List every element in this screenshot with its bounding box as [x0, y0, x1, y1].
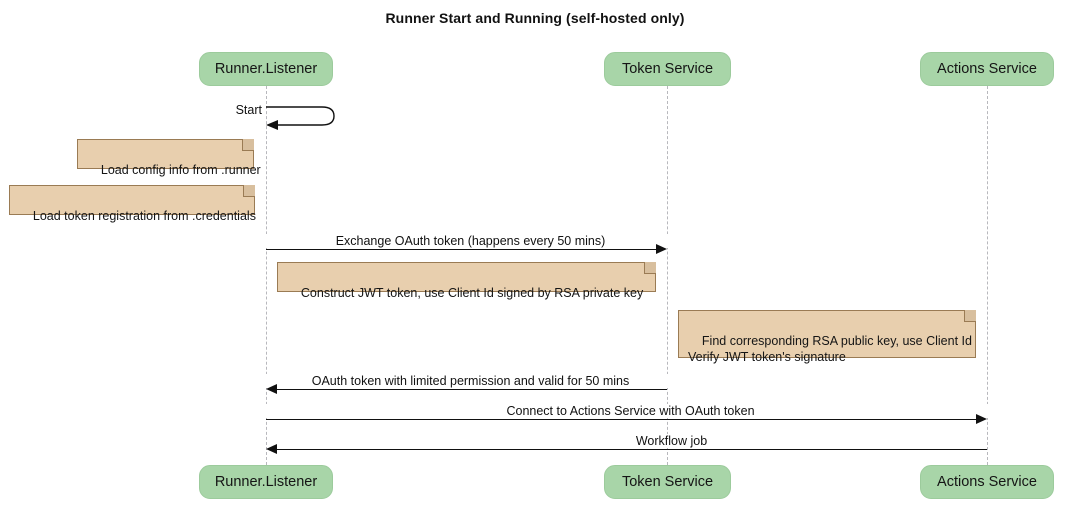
- participant-token-top[interactable]: Token Service: [604, 52, 731, 86]
- message-connect-actions-arrow-icon: [976, 414, 987, 424]
- message-exchange-oauth-arrow-icon: [656, 244, 667, 254]
- participant-label: Actions Service: [937, 474, 1037, 490]
- note-dogear-icon: [644, 262, 656, 274]
- participant-runner-bottom[interactable]: Runner.Listener: [199, 465, 333, 499]
- participant-label: Actions Service: [937, 61, 1037, 77]
- participant-label: Runner.Listener: [214, 61, 318, 77]
- self-loop-arrow-icon: [266, 106, 335, 130]
- message-oauth-return-arrow-icon: [266, 384, 277, 394]
- note-verify-jwt: Find corresponding RSA public key, use C…: [678, 310, 976, 364]
- message-oauth-return-label: OAuth token with limited permission and …: [266, 374, 675, 388]
- message-connect-actions-label: Connect to Actions Service with OAuth to…: [266, 404, 995, 418]
- participant-label: Runner.Listener: [214, 474, 318, 490]
- lifeline-token: [667, 86, 668, 465]
- diagram-title: Runner Start and Running (self-hosted on…: [385, 10, 685, 26]
- note-construct-jwt: Construct JWT token, use Client Id signe…: [277, 262, 656, 300]
- participant-label: Token Service: [621, 61, 714, 77]
- note-text: Load token registration from .credential…: [32, 209, 256, 223]
- note-text: Load config info from .runner: [100, 163, 261, 177]
- message-workflow-job-label: Workflow job: [467, 434, 876, 448]
- participant-token-bottom[interactable]: Token Service: [604, 465, 731, 499]
- participant-runner-top[interactable]: Runner.Listener: [199, 52, 333, 86]
- note-text: Find corresponding RSA public key, use C…: [688, 334, 972, 364]
- note-text: Construct JWT token, use Client Id signe…: [300, 286, 644, 300]
- participant-actions-bottom[interactable]: Actions Service: [920, 465, 1054, 499]
- message-connect-actions-line: [266, 419, 977, 420]
- participant-label: Token Service: [621, 474, 714, 490]
- lifeline-runner: [266, 86, 267, 465]
- self-message-start-label: Start: [235, 103, 262, 117]
- note-dogear-icon: [964, 310, 976, 322]
- message-workflow-job-line: [276, 449, 987, 450]
- note-load-config: Load config info from .runner: [77, 139, 261, 177]
- message-oauth-return-line: [276, 389, 667, 390]
- message-exchange-oauth-label: Exchange OAuth token (happens every 50 m…: [266, 234, 675, 248]
- note-dogear-icon: [243, 185, 255, 197]
- message-workflow-job-arrow-icon: [266, 444, 277, 454]
- note-dogear-icon: [242, 139, 254, 151]
- participant-actions-top[interactable]: Actions Service: [920, 52, 1054, 86]
- message-exchange-oauth-line: [266, 249, 657, 250]
- self-message-start-loop: [262, 100, 352, 145]
- note-load-credentials: Load token registration from .credential…: [9, 185, 256, 223]
- lifeline-actions: [987, 86, 988, 465]
